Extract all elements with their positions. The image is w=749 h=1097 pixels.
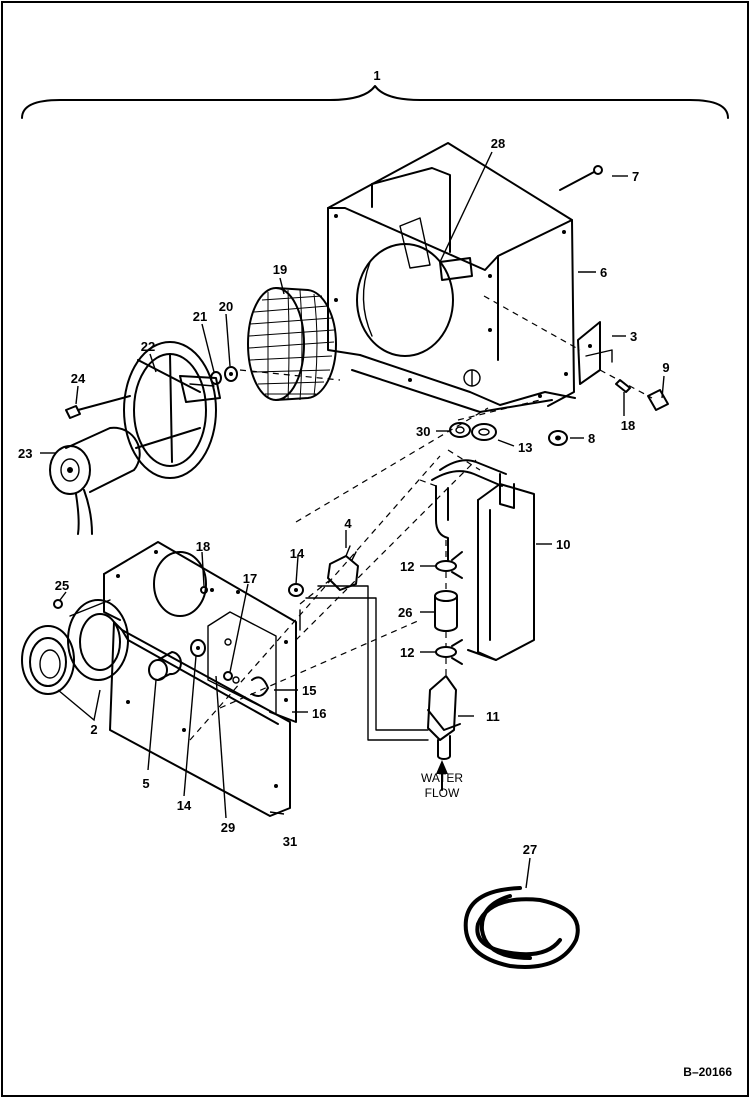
blower-motor-23: [49, 426, 141, 535]
callout-1: 1: [373, 68, 380, 83]
washer-13: [471, 423, 497, 441]
callout-18-top: 18: [621, 418, 635, 433]
screw-25: [53, 599, 63, 609]
callout-20: 20: [219, 299, 233, 314]
screw-7: [559, 165, 603, 191]
callout-10: 10: [556, 537, 570, 552]
lower-panel-31: [109, 621, 291, 817]
callout-30: 30: [416, 424, 430, 439]
callout-23: 23: [18, 446, 32, 461]
nut-20: [224, 366, 238, 382]
heater-core-10: [419, 449, 535, 661]
figure-reference-code: B–20166: [683, 1065, 732, 1079]
callout-2: 2: [90, 722, 97, 737]
callout-18-lower: 18: [196, 539, 210, 554]
callout-14-lower: 14: [177, 798, 192, 813]
callout-11: 11: [486, 709, 500, 724]
callout-14-upper: 14: [290, 546, 305, 561]
callout-27: 27: [523, 842, 537, 857]
front-panel-16: [103, 541, 297, 723]
heater-housing: [327, 142, 576, 413]
control-knob-5: [148, 651, 182, 681]
water-flow-label-line1: WATER: [421, 771, 463, 785]
callout-31: 31: [283, 834, 297, 849]
blower-switch-4: [299, 545, 359, 605]
callout-13: 13: [518, 440, 532, 455]
grommet-14-lower: [190, 639, 206, 657]
motor-mount-22: [123, 341, 221, 479]
louver-2: [21, 599, 129, 695]
callout-21: 21: [193, 309, 207, 324]
callout-17: 17: [243, 571, 257, 586]
bracket-3: [483, 295, 613, 385]
callout-26: 26: [398, 605, 412, 620]
grommet-14-upper: [288, 583, 304, 597]
water-valve-11: [427, 675, 461, 760]
callout-8: 8: [588, 431, 595, 446]
callout-25: 25: [55, 578, 69, 593]
callout-4: 4: [344, 516, 352, 531]
water-flow-label-line2: FLOW: [425, 786, 460, 800]
callout-3: 3: [630, 329, 637, 344]
leader-lines: [40, 151, 665, 889]
callout-12-top: 12: [400, 559, 414, 574]
callout-6: 6: [600, 265, 607, 280]
callout-15: 15: [302, 683, 316, 698]
tubing-27: [463, 886, 580, 969]
callout-9: 9: [662, 360, 669, 375]
hose-26: [434, 590, 458, 632]
clip-9: [599, 369, 669, 411]
screw-18-lower: [200, 586, 214, 594]
callout-5: 5: [142, 776, 149, 791]
callout-24: 24: [71, 371, 86, 386]
callout-16: 16: [312, 706, 326, 721]
control-cable-route: [299, 585, 429, 741]
callout-19: 19: [273, 262, 287, 277]
callout-labels: 1 28 7 6 3 9 18 8 30 13 10 12 26 12 11 1…: [18, 68, 670, 857]
callout-22: 22: [141, 339, 155, 354]
bolt-24: [65, 395, 131, 419]
callout-28: 28: [491, 136, 505, 151]
nut-8: [548, 430, 568, 446]
screw-17: [223, 671, 233, 681]
callout-12-bottom: 12: [400, 645, 414, 660]
assembly-brace: [21, 85, 729, 119]
callout-29: 29: [221, 820, 235, 835]
hose-clamp-12-bottom: [435, 639, 463, 665]
callout-7: 7: [632, 169, 639, 184]
water-flow-indicator: [436, 760, 448, 791]
clip-15: [251, 676, 269, 697]
blower-wheel-19: [247, 287, 338, 401]
screw-18-top: [615, 379, 631, 393]
